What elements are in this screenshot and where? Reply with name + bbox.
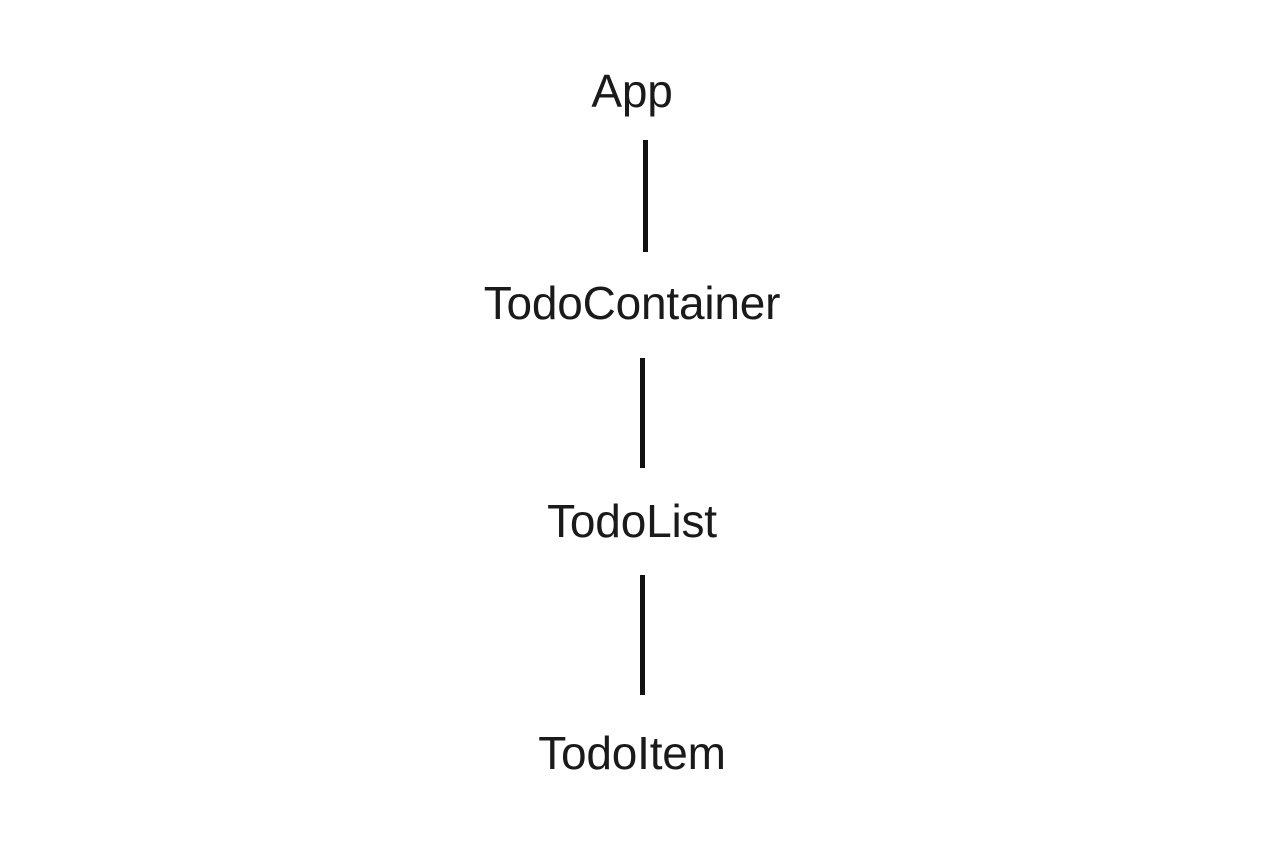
connector-todolist-to-todoitem xyxy=(640,575,645,695)
node-app: App xyxy=(591,65,673,117)
node-todo-list: TodoList xyxy=(547,495,717,547)
connector-app-to-todocontainer xyxy=(643,140,648,252)
connector-todocontainer-to-todolist xyxy=(640,358,645,468)
node-todo-container: TodoContainer xyxy=(483,277,781,329)
node-todo-item: TodoItem xyxy=(538,727,726,779)
